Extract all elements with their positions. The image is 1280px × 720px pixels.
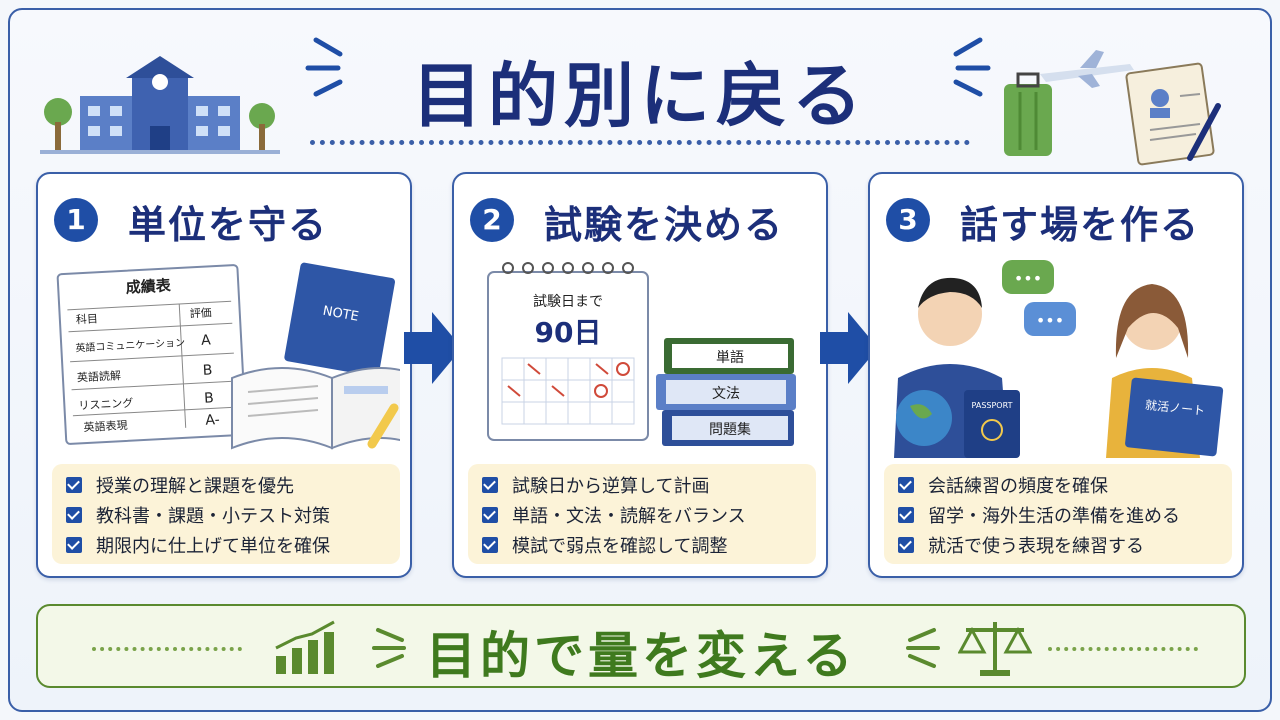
checklist-item-label: 単語・文法・読解をバランス — [512, 506, 746, 527]
sheet-header-grade: 評価 — [189, 305, 212, 320]
checkbox-icon — [898, 507, 914, 523]
checklist-item-label: 就活で使う表現を練習する — [928, 536, 1144, 557]
title-divider — [310, 140, 970, 145]
notebook-label: 就活ノート — [1144, 398, 1205, 418]
step-number: 3 — [886, 198, 930, 242]
checkbox-icon — [66, 537, 82, 553]
sheet-header-subject: 科目 — [76, 311, 99, 326]
card-title: 話す場を作る — [960, 203, 1201, 247]
sparkle-left-icon — [305, 37, 343, 97]
card-decide-exam: 2 試験を決める 試験日まで 90日 単語 文法 問題集 試験日から逆算して計画… — [452, 172, 828, 578]
sheet-title: 成績表 — [125, 276, 172, 296]
checklist-item-label: 期限内に仕上げて単位を確保 — [96, 536, 330, 557]
book-label: 問題集 — [709, 421, 751, 438]
checklist: 試験日から逆算して計画 単語・文法・読解をバランス 模試で弱点を確認して調整 — [468, 464, 816, 564]
card-keep-credits: 1 単位を守る 成績表 科目 評価 英語コミュニケーション A 英語読解 B リ… — [36, 172, 412, 578]
checklist-item-label: 模試で弱点を確認して調整 — [512, 536, 728, 557]
checkbox-icon — [482, 477, 498, 493]
banner-divider-right — [1048, 647, 1198, 651]
checkbox-icon — [66, 477, 82, 493]
summary-banner: 目的で量を変える — [36, 604, 1246, 688]
speech-bubble-text: ••• — [1014, 269, 1042, 288]
checklist-item-label: 留学・海外生活の準備を進める — [928, 506, 1180, 527]
card-title: 試験を決める — [544, 203, 785, 247]
arrow-right-icon — [404, 332, 434, 364]
page-title: 目的別に戻る — [412, 55, 868, 137]
checkbox-icon — [898, 477, 914, 493]
sheet-row-grade: B — [202, 362, 212, 378]
sheet-row-grade: A — [201, 332, 212, 349]
checklist-item-label: 会話練習の頻度を確保 — [928, 476, 1108, 497]
checkbox-icon — [66, 507, 82, 523]
calendar-countdown-label: 試験日まで — [533, 294, 603, 310]
sheet-row-subject: 英語表現 — [83, 418, 128, 434]
banner-divider-left — [92, 647, 242, 651]
checklist-item: 就活で使う表現を練習する — [898, 530, 1218, 560]
step-number: 1 — [54, 198, 98, 242]
calendar-countdown-days: 90日 — [535, 316, 602, 349]
checkbox-icon — [898, 537, 914, 553]
speech-bubble-text: ••• — [1036, 311, 1064, 330]
checklist-item-label: 試験日から逆算して計画 — [512, 476, 710, 497]
checklist-item: 期限内に仕上げて単位を確保 — [66, 530, 386, 560]
checklist-item: 教科書・課題・小テスト対策 — [66, 500, 386, 530]
book-label: 単語 — [716, 350, 744, 366]
sheet-row-subject: リスニング — [78, 396, 134, 413]
checklist-item: 単語・文法・読解をバランス — [482, 500, 802, 530]
conversation-illustration: ••• ••• PASSPORT 就活ノート — [894, 260, 1224, 458]
sheet-row-grade: B — [204, 390, 214, 406]
checklist-item-label: 教科書・課題・小テスト対策 — [96, 506, 330, 527]
grade-sheet-illustration: 成績表 科目 評価 英語コミュニケーション A 英語読解 B リスニング B 英… — [56, 262, 400, 450]
checklist-item: 試験日から逆算して計画 — [482, 470, 802, 500]
note-label: NOTE — [322, 304, 360, 325]
passport-label: PASSPORT — [972, 401, 1013, 410]
checklist-item: 授業の理解と課題を優先 — [66, 470, 386, 500]
checkbox-icon — [482, 537, 498, 553]
book-label: 文法 — [712, 386, 740, 402]
sparkle-right-icon — [906, 628, 940, 668]
sheet-row-grade: A- — [205, 412, 220, 429]
checklist: 授業の理解と課題を優先 教科書・課題・小テスト対策 期限内に仕上げて単位を確保 — [52, 464, 400, 564]
checklist: 会話練習の頻度を確保 留学・海外生活の準備を進める 就活で使う表現を練習する — [884, 464, 1232, 564]
sheet-row-subject: 英語読解 — [77, 368, 122, 384]
exam-calendar-illustration: 試験日まで 90日 単語 文法 問題集 — [487, 262, 796, 446]
card-title: 単位を守る — [128, 203, 329, 247]
school-icon — [40, 56, 280, 154]
checklist-item: 留学・海外生活の準備を進める — [898, 500, 1218, 530]
balance-scale-icon — [958, 622, 1032, 676]
growth-chart-icon — [275, 620, 335, 674]
sparkle-left-icon — [372, 628, 406, 668]
step-number: 2 — [470, 198, 514, 242]
checklist-item: 模試で弱点を確認して調整 — [482, 530, 802, 560]
sparkle-right-icon — [953, 37, 991, 97]
banner-text: 目的で量を変える — [426, 627, 857, 685]
arrow-right-icon — [820, 332, 850, 364]
checklist-item: 会話練習の頻度を確保 — [898, 470, 1218, 500]
card-create-speaking: 3 話す場を作る ••• ••• PASSPORT 就活ノート 会話練習の頻度を… — [868, 172, 1244, 578]
travel-icon — [1004, 50, 1221, 166]
checklist-item-label: 授業の理解と課題を優先 — [96, 476, 294, 497]
checkbox-icon — [482, 507, 498, 523]
